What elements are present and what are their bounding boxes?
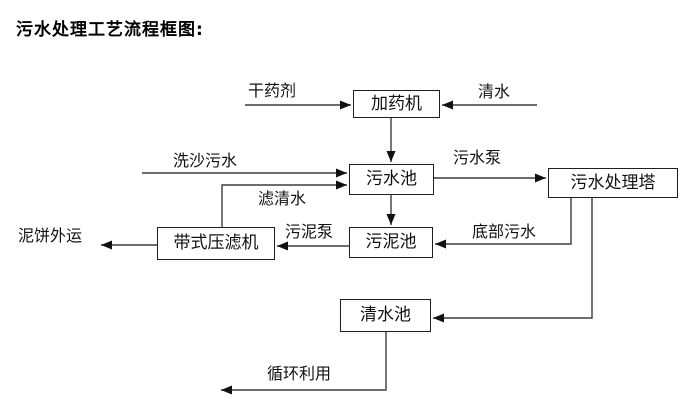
- node-sewage-pool-label: 污水池: [366, 169, 417, 189]
- node-treatment-tower: 污水处理塔: [548, 168, 678, 198]
- label-mud-cake-out: 泥饼外运: [18, 226, 83, 245]
- node-treatment-tower-label: 污水处理塔: [570, 172, 656, 193]
- edge-bottom-sewage-to-sludge-pool: [435, 198, 572, 249]
- page-title: 污水处理工艺流程框图:: [16, 20, 204, 40]
- label-clean-water-in: 清水: [478, 82, 511, 101]
- edge-tower-to-clean-pool: [433, 198, 593, 323]
- label-bottom-sewage: 底部污水: [472, 222, 537, 241]
- node-clean-water-pool-label: 清水池: [360, 305, 411, 325]
- label-dry-chemical: 干药剂: [248, 81, 297, 100]
- node-dosing-machine: 加药机: [353, 90, 440, 118]
- node-belt-filter-press-label: 带式压滤机: [173, 233, 259, 253]
- node-clean-water-pool: 清水池: [340, 299, 431, 332]
- node-dosing-machine-label: 加药机: [371, 93, 422, 114]
- label-sand-washing-sewage: 洗沙污水: [173, 151, 238, 170]
- label-filtered-water: 滤清水: [258, 189, 307, 208]
- node-sludge-pool-label: 污泥池: [365, 232, 417, 252]
- node-belt-filter-press: 带式压滤机: [157, 227, 275, 260]
- label-recycle-use: 循环利用: [267, 364, 332, 383]
- node-sludge-pool: 污泥池: [349, 227, 433, 258]
- edge-clean-pool-to-recycle: [221, 332, 387, 395]
- edge-filtered-water-to-sewage-pool: [221, 180, 347, 227]
- label-sewage-pump: 污水泵: [453, 148, 502, 167]
- node-sewage-pool: 污水池: [349, 164, 434, 195]
- label-sludge-pump: 污泥泵: [285, 222, 334, 241]
